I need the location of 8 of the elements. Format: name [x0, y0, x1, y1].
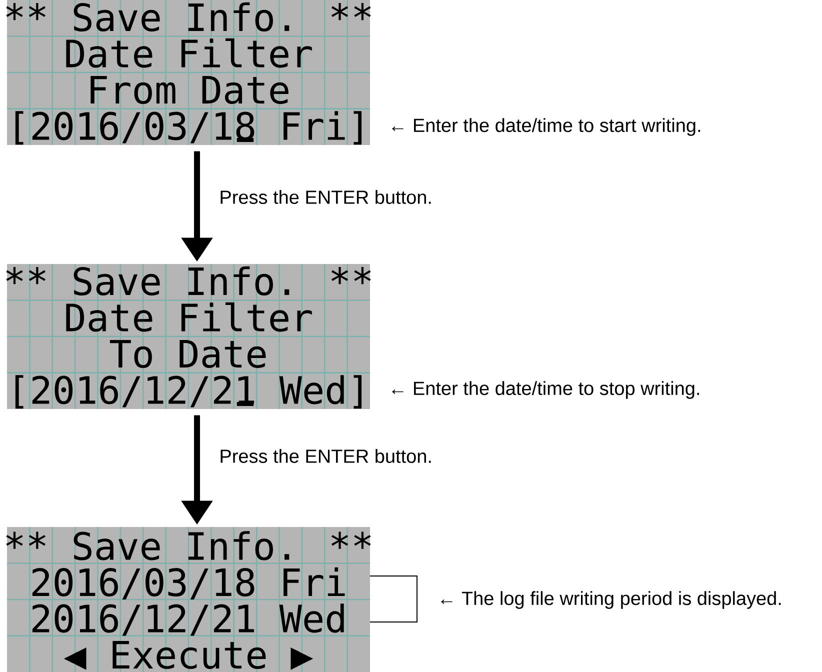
lcd-screen: ** Save Info. ** Date Filter To Date [2016/12/21 Wed]	[6, 264, 371, 409]
lcd-screen: ** Save Info. ** Date Filter From Date [2016/03/18 Fri]	[6, 0, 371, 145]
edge-label: Press the ENTER button.	[218, 189, 434, 205]
annotation-text: ← Enter the date/time to start writing.	[392, 118, 700, 136]
annotation-text: ← The log file writing period is displayed.	[441, 591, 781, 609]
annotation-text: ← Enter the date/time to stop writing.	[392, 381, 699, 399]
edge-label: Press the ENTER button.	[218, 448, 434, 464]
lcd-screen: ** Save Info. ** 2016/03/18 Fri 2016/12/21 Wed ◀ Execute ▶	[6, 527, 371, 672]
